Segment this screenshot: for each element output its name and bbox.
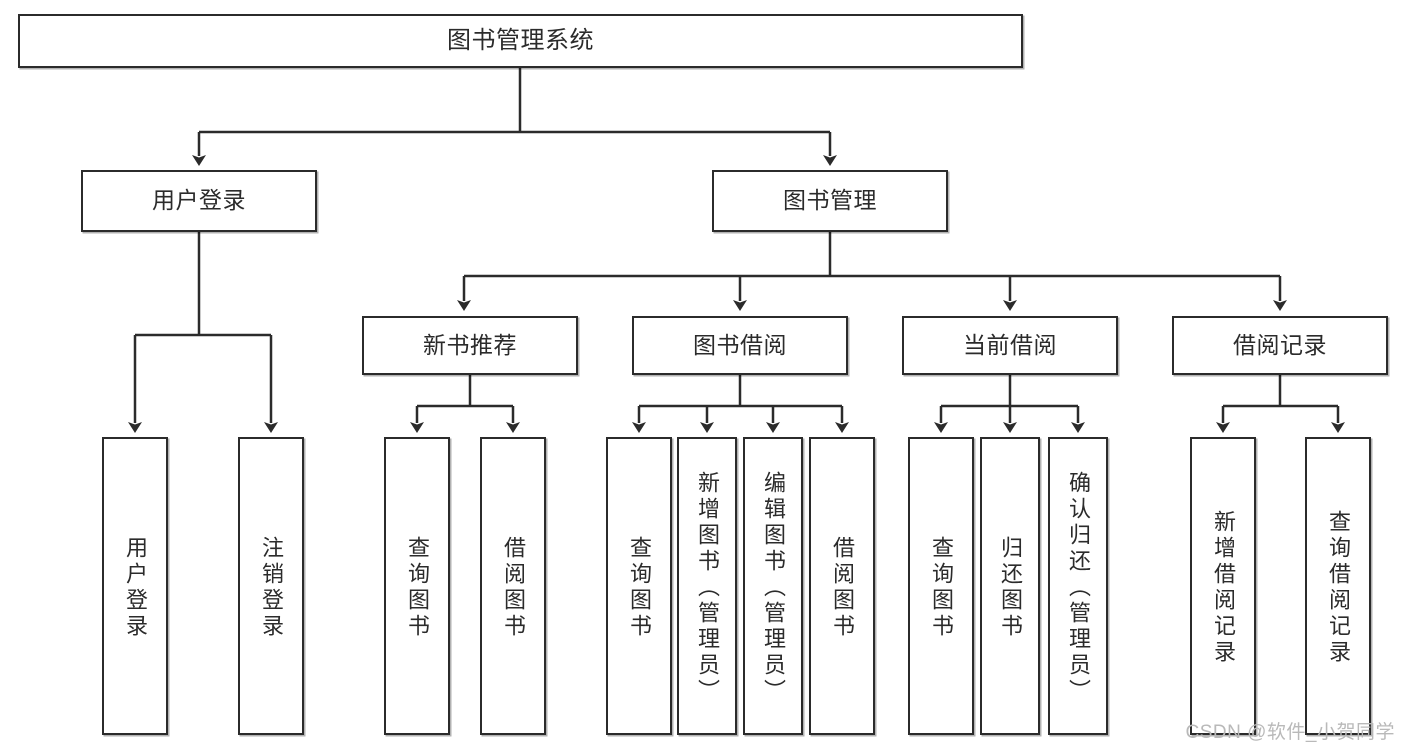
leaf-edit-book-admin[interactable]: 编辑图书（管理员） (743, 437, 803, 735)
node-current-borrow[interactable]: 当前借阅 (902, 316, 1118, 375)
node-label: 查询图书 (928, 536, 954, 640)
node-label: 新书推荐 (423, 331, 517, 358)
leaf-add-book-admin[interactable]: 新增图书（管理员） (677, 437, 737, 735)
node-label: 借阅图书 (829, 536, 855, 640)
leaf-user-login[interactable]: 用户登录 (102, 437, 168, 735)
leaf-borrow-book[interactable]: 借阅图书 (809, 437, 875, 735)
node-label: 注销登录 (258, 536, 284, 640)
node-label: 借阅图书 (500, 536, 526, 640)
node-label: 查询借阅记录 (1325, 510, 1351, 666)
node-label: 用户登录 (122, 536, 148, 640)
node-label: 图书管理系统 (447, 26, 594, 54)
leaf-query-book-borrow[interactable]: 查询图书 (606, 437, 672, 735)
node-label: 确认归还（管理员） (1065, 471, 1091, 705)
node-new-book-recommend[interactable]: 新书推荐 (362, 316, 578, 375)
node-borrow-record[interactable]: 借阅记录 (1172, 316, 1388, 375)
leaf-return-book[interactable]: 归还图书 (980, 437, 1040, 735)
leaf-borrow-book-recommend[interactable]: 借阅图书 (480, 437, 546, 735)
leaf-query-borrow-record[interactable]: 查询借阅记录 (1305, 437, 1371, 735)
leaf-confirm-return-admin[interactable]: 确认归还（管理员） (1048, 437, 1108, 735)
leaf-query-book-current[interactable]: 查询图书 (908, 437, 974, 735)
node-label: 查询图书 (404, 536, 430, 640)
node-label: 借阅记录 (1233, 331, 1327, 358)
node-label: 编辑图书（管理员） (760, 471, 786, 705)
node-label: 用户登录 (152, 187, 246, 214)
node-label: 新增借阅记录 (1210, 510, 1236, 666)
node-label: 查询图书 (626, 536, 652, 640)
node-label: 归还图书 (997, 536, 1023, 640)
leaf-user-logout[interactable]: 注销登录 (238, 437, 304, 735)
node-label: 图书管理 (783, 187, 877, 214)
node-book-management[interactable]: 图书管理 (712, 170, 948, 232)
node-book-borrow[interactable]: 图书借阅 (632, 316, 848, 375)
node-label: 图书借阅 (693, 331, 787, 358)
leaf-add-borrow-record[interactable]: 新增借阅记录 (1190, 437, 1256, 735)
node-label: 当前借阅 (963, 331, 1057, 358)
node-label: 新增图书（管理员） (694, 471, 720, 705)
node-root-book-management-system[interactable]: 图书管理系统 (18, 14, 1023, 68)
node-user-login[interactable]: 用户登录 (81, 170, 317, 232)
watermark: CSDN @软件_小贺同学 (1185, 722, 1395, 743)
leaf-query-book-recommend[interactable]: 查询图书 (384, 437, 450, 735)
